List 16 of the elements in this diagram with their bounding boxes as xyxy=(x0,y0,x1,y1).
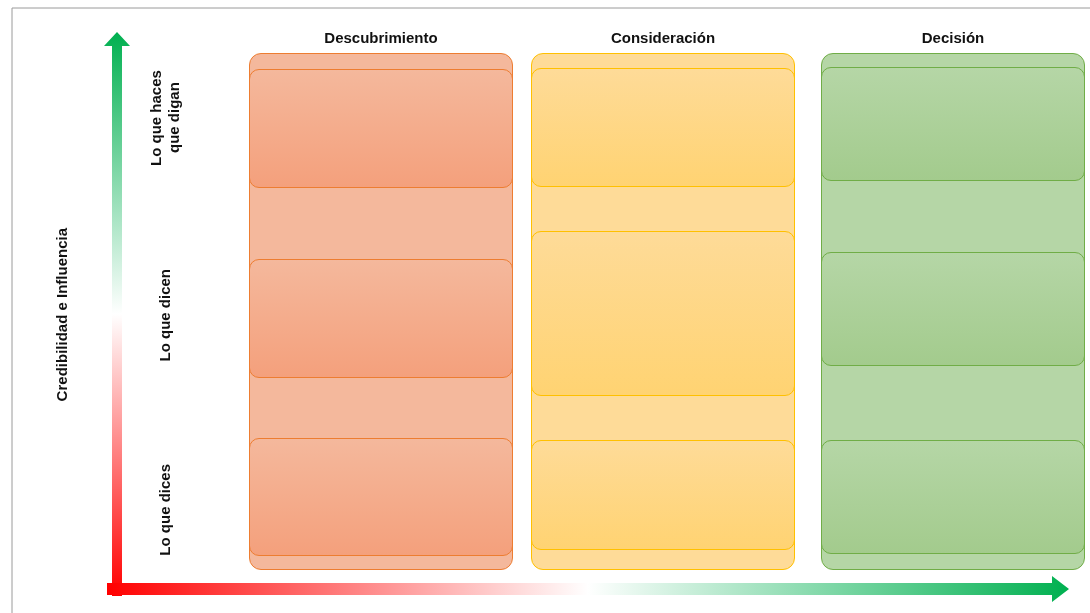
empty-card xyxy=(249,438,513,556)
axis-label: Credibilidad e Influencia xyxy=(53,228,71,402)
row-label: Lo que haces que digan xyxy=(147,69,183,168)
column-heading: Descubrimiento xyxy=(323,28,439,48)
empty-card xyxy=(249,259,513,378)
empty-card xyxy=(821,440,1085,554)
empty-card xyxy=(531,68,795,187)
empty-card xyxy=(531,440,795,550)
empty-card xyxy=(821,67,1085,181)
empty-card xyxy=(531,231,795,396)
column-heading: Decisión xyxy=(920,28,986,48)
empty-card xyxy=(821,252,1085,366)
column-heading: Consideración xyxy=(609,28,717,48)
row-label: Lo que dicen xyxy=(156,268,174,362)
row-label: Lo que dices xyxy=(156,464,174,556)
empty-card xyxy=(249,69,513,188)
